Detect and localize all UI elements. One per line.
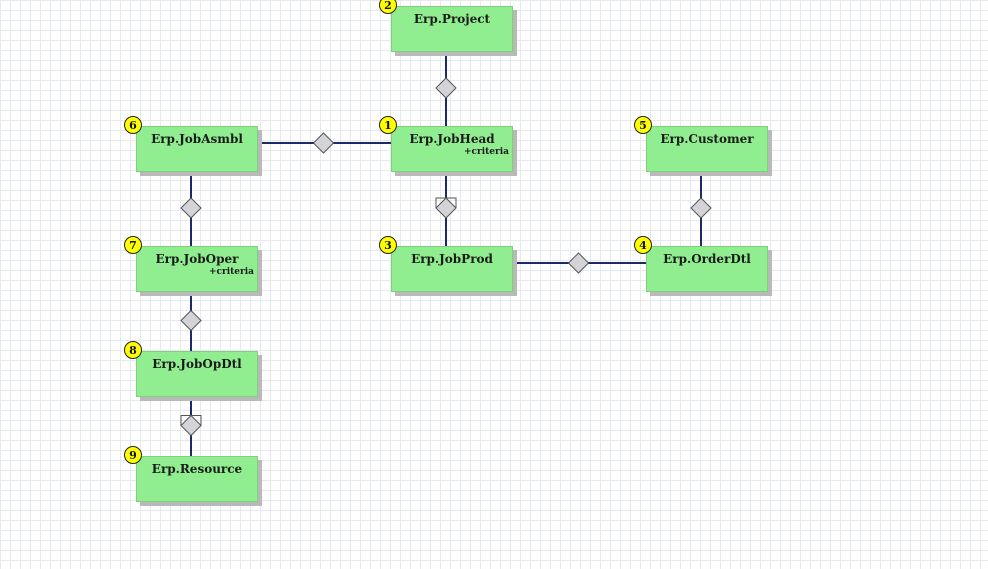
- table-box-jobprod[interactable]: Erp.JobProd: [391, 246, 513, 292]
- outer-join-flag: [435, 197, 457, 208]
- table-box-jobhead[interactable]: Erp.JobHead+criteria: [391, 126, 513, 172]
- table-number-badge: 6: [124, 116, 142, 134]
- table-label: Erp.JobAsmbl: [151, 132, 243, 146]
- criteria-label[interactable]: +criteria: [463, 147, 509, 157]
- table-number-badge: 7: [124, 236, 142, 254]
- table-number-badge: 9: [124, 446, 142, 464]
- table-box-project[interactable]: Erp.Project: [391, 6, 513, 52]
- table-box-jobopdtl[interactable]: Erp.JobOpDtl: [136, 351, 258, 397]
- join-diamond[interactable]: [435, 77, 457, 99]
- table-label: Erp.Project: [413, 12, 491, 26]
- table-label: Erp.JobOper: [155, 252, 239, 266]
- join-diamond[interactable]: [567, 252, 590, 274]
- table-box-joboper[interactable]: Erp.JobOper+criteria: [136, 246, 258, 292]
- table-box-orderdtl[interactable]: Erp.OrderDtl: [646, 246, 768, 292]
- join-diamond[interactable]: [435, 197, 457, 219]
- table-label: Erp.Resource: [151, 462, 243, 476]
- table-number-badge: 3: [379, 236, 397, 254]
- table-label: Erp.OrderDtl: [663, 252, 751, 266]
- table-number-badge: 5: [634, 116, 652, 134]
- join-diamond[interactable]: [312, 132, 335, 154]
- join-diamond[interactable]: [180, 414, 202, 437]
- table-number-badge: 1: [379, 116, 397, 134]
- table-box-jobasmbl[interactable]: Erp.JobAsmbl: [136, 126, 258, 172]
- join-diamond[interactable]: [180, 309, 202, 332]
- table-box-customer[interactable]: Erp.Customer: [646, 126, 768, 172]
- table-label: Erp.Customer: [660, 132, 754, 146]
- join-diamond[interactable]: [690, 197, 712, 219]
- criteria-label[interactable]: +criteria: [208, 267, 254, 277]
- outer-join-flag: [180, 415, 202, 426]
- table-number-badge: 8: [124, 341, 142, 359]
- table-number-badge: 2: [379, 0, 397, 14]
- table-number-badge: 4: [634, 236, 652, 254]
- table-box-resource[interactable]: Erp.Resource: [136, 456, 258, 502]
- table-label: Erp.JobProd: [411, 252, 493, 266]
- table-label: Erp.JobHead: [409, 132, 495, 146]
- join-diamond[interactable]: [180, 197, 202, 219]
- table-label: Erp.JobOpDtl: [152, 357, 242, 371]
